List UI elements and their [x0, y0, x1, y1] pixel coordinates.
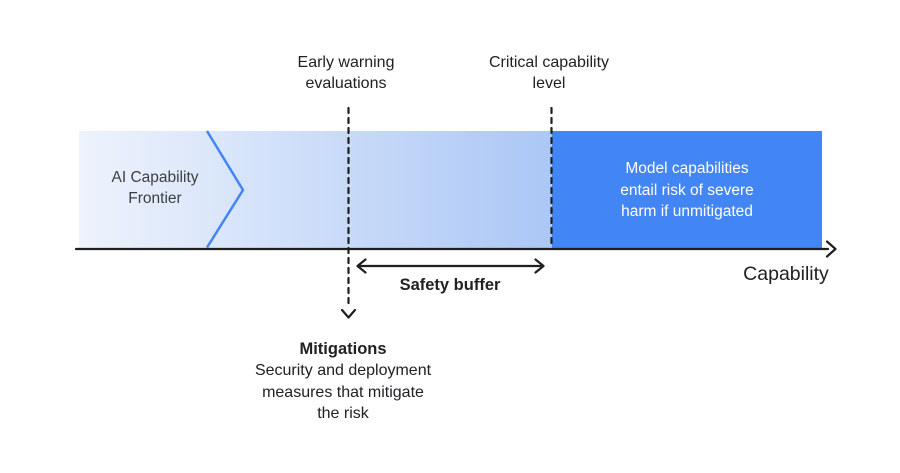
capability-axis-label: Capability — [743, 263, 829, 285]
mitigations-title: Mitigations — [299, 340, 387, 358]
safety-buffer-left-arrowhead-icon — [356, 258, 367, 274]
capability-axis-arrowhead-icon — [825, 240, 837, 258]
safety-buffer-right-arrowhead-icon — [534, 258, 545, 274]
capability-gradient-bar — [79, 131, 552, 248]
model-capabilities-risk-label: Model capabilities entail risk of severe… — [620, 160, 754, 220]
critical-capability-level-label: Critical capability level — [488, 54, 610, 92]
ai-capability-frontier-label: AI Capability Frontier — [111, 169, 199, 207]
early-warning-evaluations-label: Early warning evaluations — [297, 54, 395, 92]
mitigations-arrowhead-icon — [340, 308, 357, 319]
mitigations-description: Security and deployment measures that mi… — [254, 362, 432, 422]
safety-buffer-label: Safety buffer — [399, 276, 501, 294]
mitigations-annotation: Mitigations Security and deployment meas… — [255, 338, 431, 425]
critical-capability-bar — [552, 131, 822, 248]
